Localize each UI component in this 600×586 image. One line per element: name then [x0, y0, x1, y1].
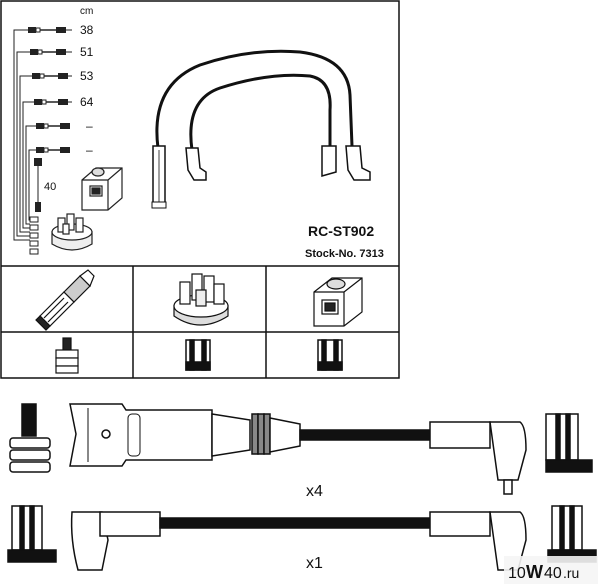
plug-connector-icon: [55, 337, 79, 374]
ignition-coil-large-icon: [313, 277, 363, 327]
product-code: RC-ST902: [308, 223, 374, 239]
length-51: 51: [80, 45, 94, 59]
panel-frame: [0, 0, 400, 379]
distributor-cap-icon: [51, 213, 93, 251]
coil-wire-length: 40: [44, 181, 56, 193]
watermark-ru: .ru: [563, 565, 579, 581]
length-53: 53: [80, 69, 94, 83]
cable-illustration: [151, 49, 371, 209]
wire-length-table: cm 38 51 53: [13, 6, 94, 255]
watermark-num2: 40: [544, 565, 562, 582]
quantity-x4: x4: [306, 483, 323, 500]
length-dash-2: –: [86, 143, 93, 157]
spark-plug-icon: [35, 269, 95, 331]
wire-row-2: 51: [30, 45, 94, 59]
length-64: 64: [80, 95, 94, 109]
length-38: 38: [80, 23, 94, 37]
coil-wire-row: 40: [34, 158, 56, 212]
distributor-cap-large-icon: [173, 273, 229, 326]
length-dash-1: –: [86, 119, 93, 133]
wire-row-1: 38: [28, 23, 94, 37]
wire-row-6: –: [36, 143, 93, 157]
wire-row-5: –: [36, 119, 93, 133]
quantity-x1: x1: [306, 555, 323, 572]
watermark-w: W: [526, 562, 543, 582]
ignition-coil-icon: [81, 167, 123, 211]
coil-terminal-icon: [317, 339, 343, 371]
unit-label: cm: [80, 6, 93, 17]
wire-row-3: 53: [32, 69, 94, 83]
watermark: 10 W 40 .ru: [504, 556, 598, 584]
stock-number: Stock-No. 7313: [305, 248, 384, 260]
distributor-terminal-icon: [185, 339, 211, 371]
spark-plug-cable-detail: [9, 403, 593, 495]
wire-row-4: 64: [34, 95, 94, 109]
watermark-num: 10: [508, 565, 526, 582]
coil-cable-detail: [7, 505, 597, 571]
